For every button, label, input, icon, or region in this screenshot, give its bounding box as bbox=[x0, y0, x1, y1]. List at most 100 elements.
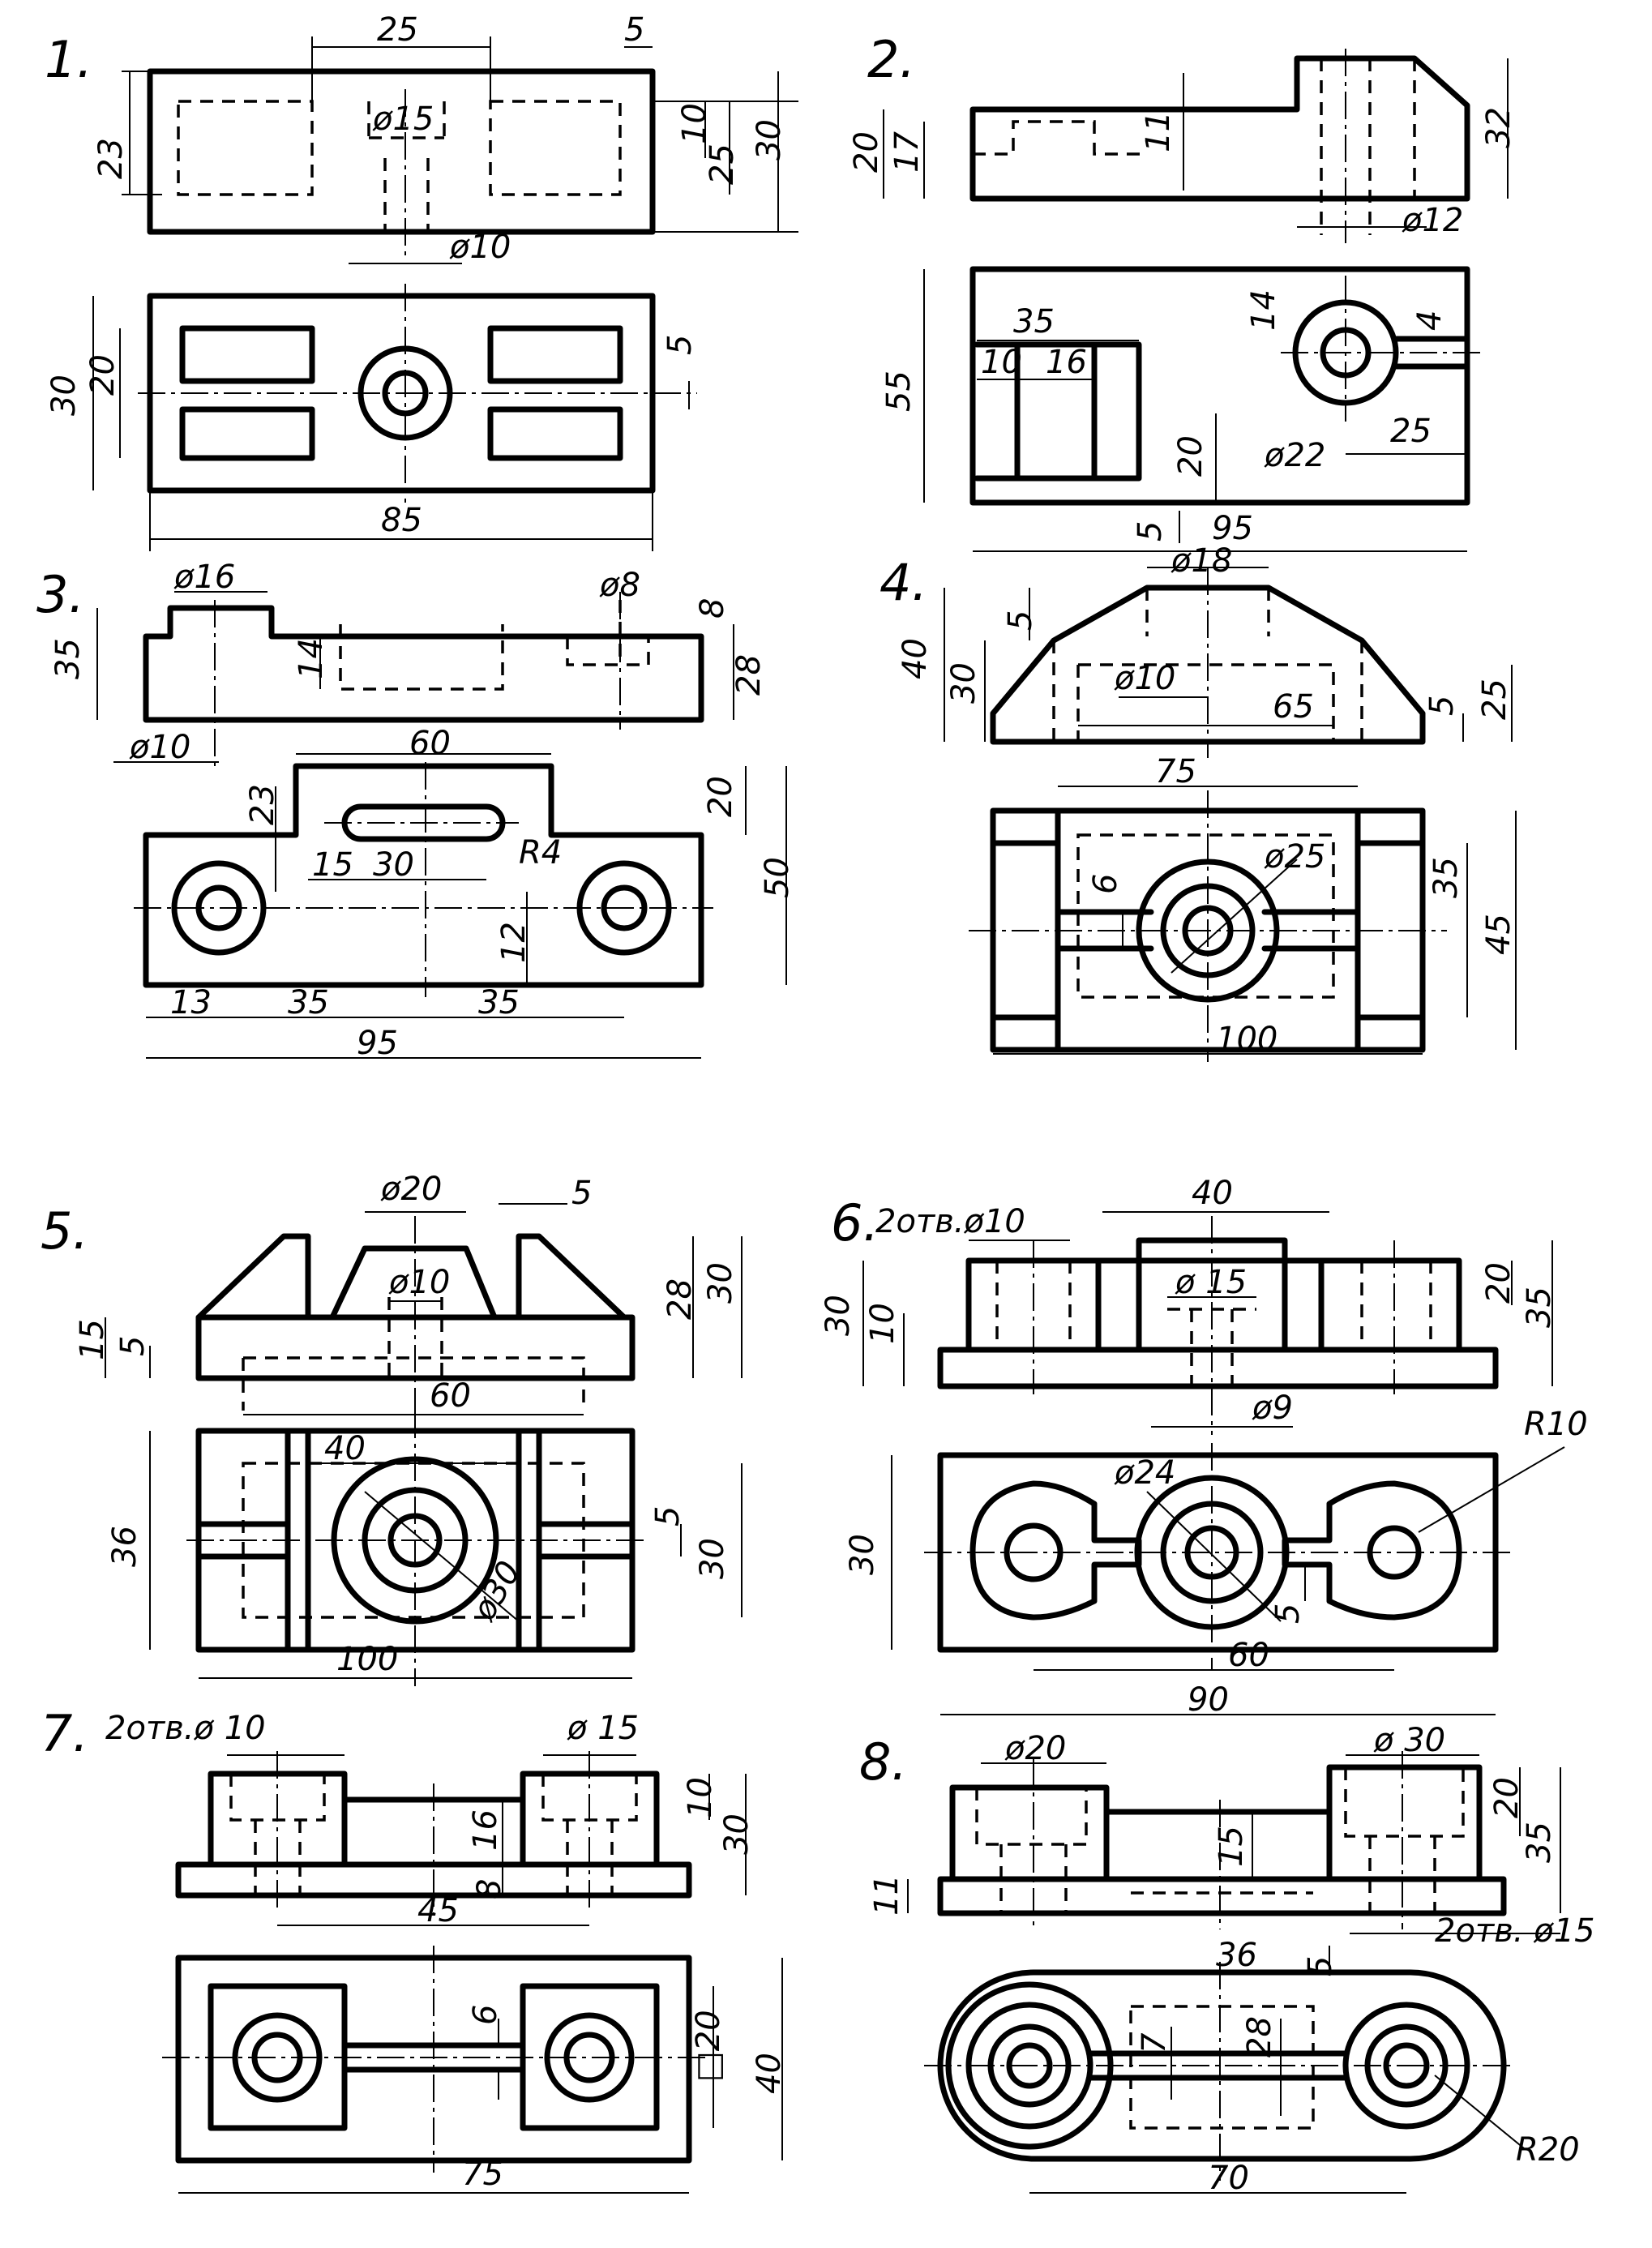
dim-label: 100 bbox=[1216, 1021, 1278, 1058]
front-view-cone bbox=[329, 1245, 498, 1321]
dim-label: 40 bbox=[751, 2053, 788, 2094]
dim-label: ø24 bbox=[1114, 1454, 1175, 1492]
dim-label: 30 bbox=[373, 846, 414, 884]
dim-label: 25 bbox=[377, 11, 418, 49]
dim-label: 15 bbox=[312, 846, 353, 884]
drawing-5: 5. ø20 5 ø10 28 30 15 5 60 40 36 5 30 ø3… bbox=[41, 1171, 743, 1686]
drawing-3: 3. ø16 ø8 8 35 14 28 ø10 60 23 20 15 30 … bbox=[36, 559, 796, 1062]
dim-label: R4 bbox=[519, 834, 562, 871]
drawing-8: 8. ø20 ø 30 20 15 35 11 36 5 2отв. ø15 7… bbox=[859, 1722, 1595, 2197]
dim-label: 20 bbox=[1480, 1262, 1517, 1304]
dim-label: 20 bbox=[848, 131, 885, 173]
drawing-number: 3. bbox=[36, 565, 84, 624]
dim-label: 20 bbox=[84, 354, 122, 396]
dim-label: 20 bbox=[702, 776, 739, 817]
dim-label: 6 bbox=[1087, 874, 1124, 894]
dim-label: 40 bbox=[324, 1430, 366, 1467]
dim-label: 25 bbox=[704, 143, 741, 185]
dim-label: 30 bbox=[694, 1538, 731, 1579]
top-view-outline bbox=[143, 763, 704, 988]
top-dims bbox=[891, 1446, 1565, 1715]
front-dims bbox=[883, 58, 1509, 228]
dim-label: □20 bbox=[690, 2010, 727, 2082]
hole-right bbox=[1383, 2042, 1430, 2089]
dim-label: 90 bbox=[1188, 1681, 1229, 1719]
dim-label: 25 bbox=[1390, 413, 1432, 450]
slot bbox=[1393, 336, 1470, 370]
hidden-cavity bbox=[1076, 833, 1335, 999]
boss-left bbox=[232, 2012, 323, 2103]
dim-label: 15 bbox=[74, 1319, 111, 1360]
dim-label: ø 15 bbox=[567, 1710, 639, 1747]
dim-lines-top bbox=[311, 36, 653, 105]
drawing-2: 2. 20 17 11 32 ø12 55 35 10 16 14 4 20 ø… bbox=[848, 30, 1517, 552]
dim-label: 2отв. ø15 bbox=[1435, 1912, 1595, 1950]
dim-label: 23 bbox=[92, 138, 130, 179]
front-view-base bbox=[195, 1314, 636, 1381]
drawing-number: 7. bbox=[41, 1704, 88, 1763]
rib bbox=[1087, 2050, 1349, 2081]
front-dims bbox=[105, 1203, 743, 1415]
dim-label: 95 bbox=[1212, 510, 1253, 547]
drawing-4: 4. ø18 5 40 30 ø10 65 5 25 75 ø25 6 35 4… bbox=[879, 542, 1517, 1062]
top-view-pockets bbox=[179, 325, 623, 461]
dim-label: ø10 bbox=[1114, 660, 1175, 697]
dim-label: 5 bbox=[1002, 610, 1039, 631]
front-dims bbox=[96, 591, 734, 763]
front-view-base bbox=[937, 1876, 1507, 1916]
dim-label: 11 bbox=[868, 1874, 905, 1916]
dim-label: 10 bbox=[981, 344, 1022, 381]
front-dims bbox=[862, 1211, 1553, 1428]
dim-label: 12 bbox=[495, 922, 533, 963]
dim-label: 5 bbox=[114, 1336, 152, 1356]
dim-label: 35 bbox=[1521, 1287, 1558, 1328]
hidden-pocket-left bbox=[177, 100, 314, 196]
dim-label: 14 bbox=[293, 638, 330, 679]
dim-label: ø25 bbox=[1264, 838, 1325, 876]
dim-label: 4 bbox=[1411, 310, 1449, 331]
dim-label: 5 bbox=[624, 11, 644, 49]
lug-right bbox=[1282, 1480, 1462, 1621]
dim-label: 55 bbox=[880, 370, 918, 412]
dim-23 bbox=[122, 71, 162, 195]
boss-right bbox=[544, 2012, 635, 2103]
dim-label: ø10 bbox=[388, 1264, 450, 1301]
dim-label: 7 bbox=[1136, 2032, 1173, 2053]
dim-label: 100 bbox=[336, 1641, 398, 1678]
hidden-features bbox=[242, 1297, 585, 1411]
dim-label: 16 bbox=[467, 1809, 504, 1851]
front-view-outline bbox=[143, 605, 704, 723]
dim-label: 10 bbox=[864, 1303, 901, 1344]
dim-label: 5 bbox=[1132, 521, 1169, 542]
dim-label: 60 bbox=[1228, 1637, 1269, 1674]
dim-label: 2отв.ø10 bbox=[875, 1203, 1025, 1240]
dim-label: ø 15 bbox=[1175, 1264, 1247, 1301]
dim-label: 13 bbox=[170, 984, 212, 1021]
dim-label: ø10 bbox=[449, 229, 511, 266]
front-dims bbox=[907, 1754, 1561, 1934]
top-dims bbox=[92, 296, 690, 551]
hidden-cavity bbox=[1129, 2005, 1315, 2130]
drawing-6: 6. 40 2отв.ø10 ø 15 20 35 30 10 ø9 R10 ø… bbox=[820, 1175, 1588, 1719]
top-view-slots bbox=[974, 341, 1142, 482]
dim-label: ø20 bbox=[1004, 1730, 1066, 1767]
front-view-base bbox=[175, 1861, 692, 1899]
hidden-features bbox=[975, 1767, 1465, 1913]
dim-label: 35 bbox=[1521, 1822, 1558, 1863]
dim-label: 10 bbox=[676, 103, 713, 144]
dim-label: 30 bbox=[718, 1813, 755, 1855]
dim-label: 5 bbox=[661, 335, 699, 355]
dim-label: ø22 bbox=[1264, 437, 1325, 474]
dim-label: 25 bbox=[1476, 679, 1513, 720]
dim-label: 40 bbox=[1192, 1175, 1233, 1212]
dim-label: 5 bbox=[1269, 1604, 1307, 1624]
dim-label: ø9 bbox=[1252, 1389, 1293, 1427]
dim-label: 15 bbox=[1213, 1826, 1250, 1867]
drawing-number: 4. bbox=[879, 553, 927, 612]
dim-label: 20 bbox=[1488, 1777, 1526, 1818]
dim-label: 35 bbox=[1427, 857, 1465, 898]
dim-label: ø15 bbox=[372, 101, 434, 138]
front-dims bbox=[227, 1754, 747, 1926]
lug-left bbox=[969, 1480, 1142, 1621]
